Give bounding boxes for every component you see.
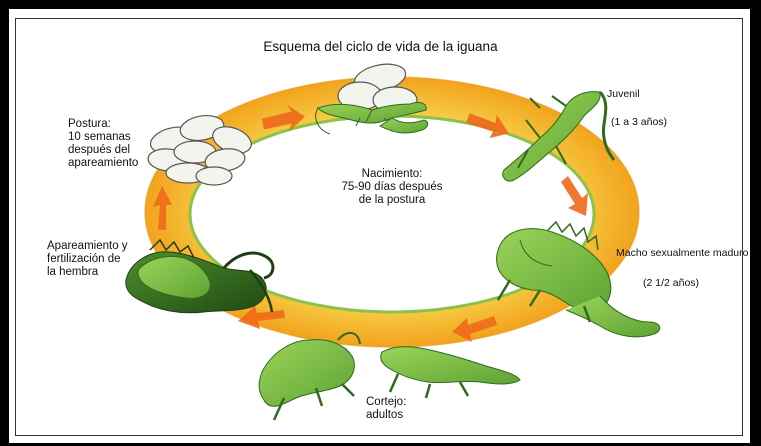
mating-iguanas-icon: [125, 238, 275, 314]
arrow-icon: [561, 176, 588, 216]
label-nacimiento: Nacimiento: 75-90 días después de la pos…: [341, 168, 443, 206]
mature-male-iguana-icon: [496, 220, 661, 338]
arrow-icon: [238, 306, 285, 329]
juvenile-iguana-icon: [502, 90, 616, 182]
eggs-cluster-icon: [147, 114, 252, 186]
label-juvenil: Juvenil: [607, 88, 640, 100]
label-macho: Macho sexualmente maduro: [616, 247, 749, 259]
label-apareamiento: Apareamiento y fertilización de la hembr…: [47, 240, 128, 278]
arrow-icon: [153, 186, 172, 230]
courting-iguana-left-icon: [258, 332, 361, 421]
arrow-icon: [452, 316, 497, 342]
label-juvenil-age: (1 a 3 años): [611, 116, 668, 128]
hatchling-iguana-icon: [315, 101, 429, 135]
label-postura: Postura: 10 semanas después del apareami…: [68, 118, 139, 169]
courting-iguana-right-icon: [380, 346, 521, 399]
label-macho-age: (2 1/2 años): [643, 277, 700, 289]
arrow-icon: [466, 113, 509, 139]
inner-border: [15, 18, 743, 436]
arrow-icon: [261, 104, 305, 132]
label-cortejo: Cortejo: adultos: [366, 396, 407, 421]
diagram-title: Esquema del ciclo de vida de la iguana: [263, 39, 498, 54]
